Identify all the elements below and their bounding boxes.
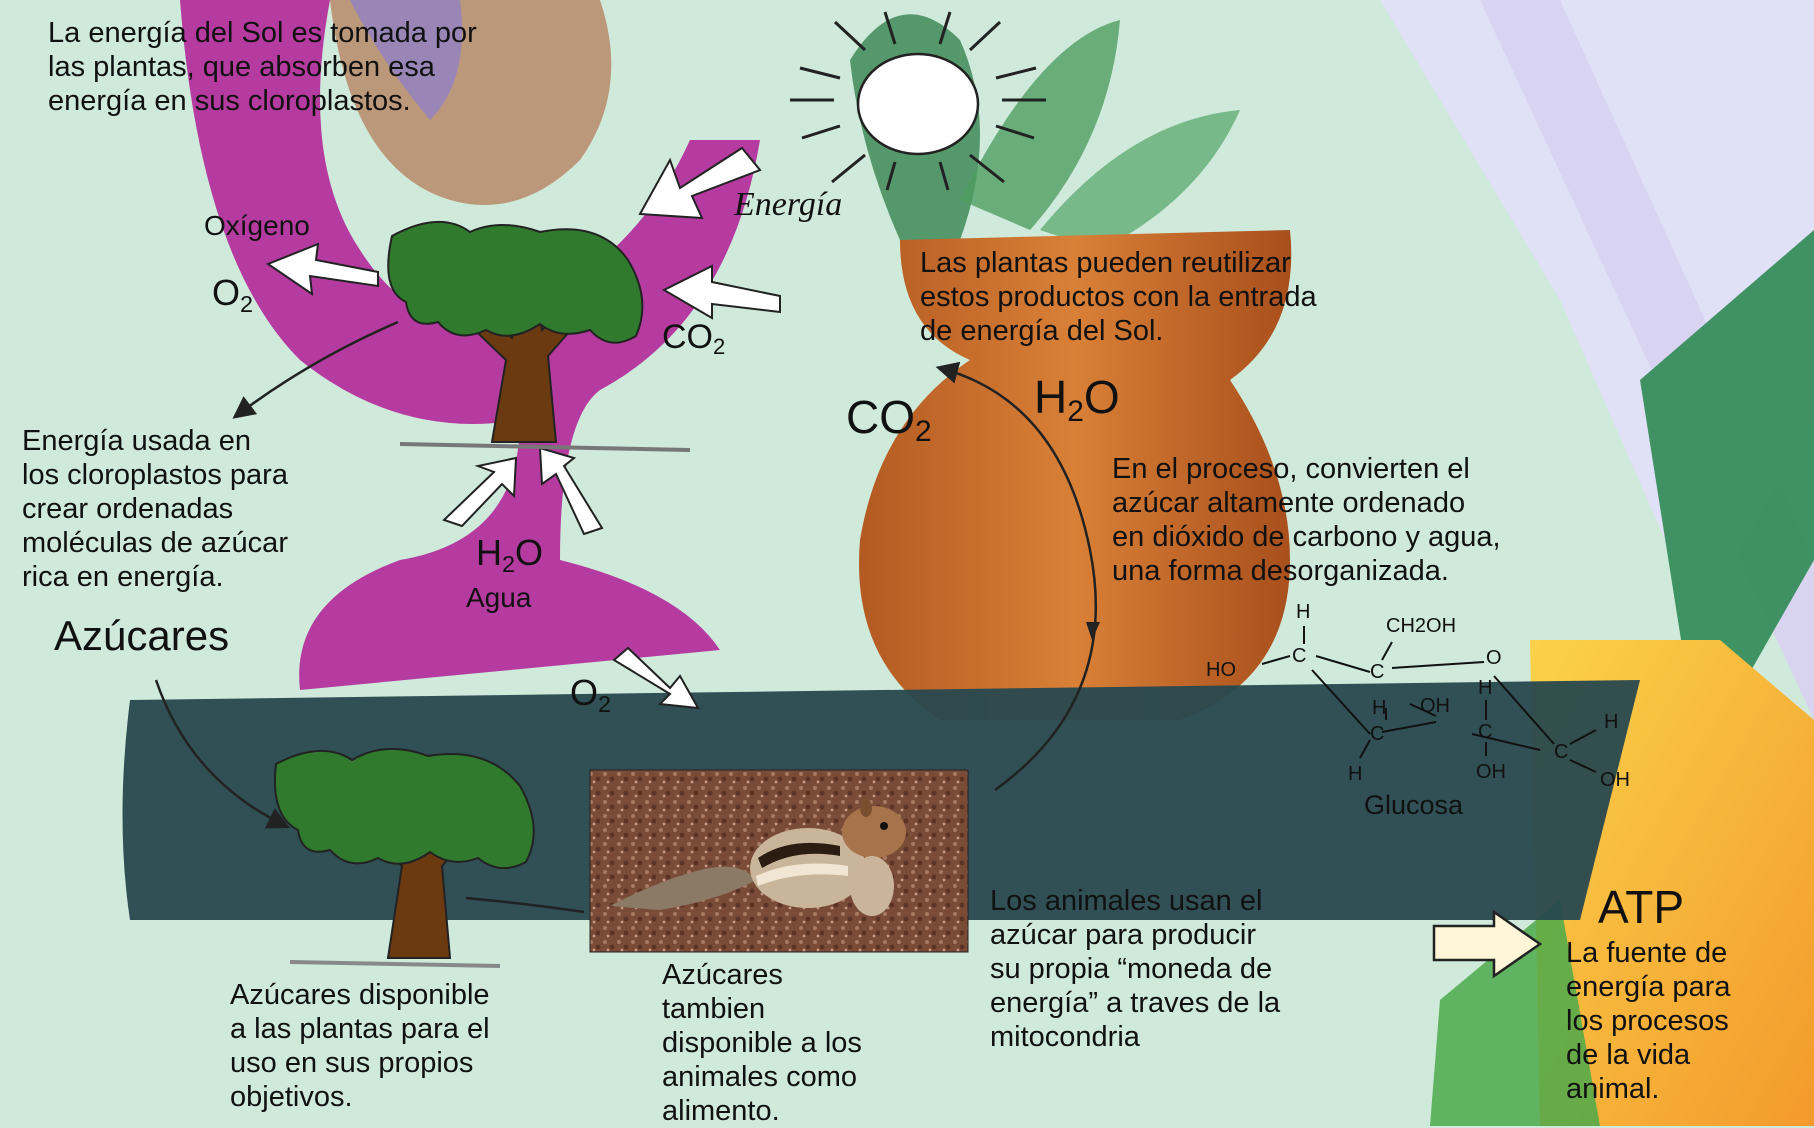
animals-food-text: Azúcares tambien disponible a los animal…: [662, 958, 862, 1128]
glucose-c5: C: [1370, 661, 1384, 683]
o2-middle-formula: O2: [570, 672, 611, 714]
glucose-h-c3: H: [1478, 677, 1492, 699]
glucose-oh-c3: OH: [1476, 761, 1506, 783]
water-label: Agua: [466, 582, 531, 614]
plants-use-text: Azúcares disponible a las plantas para e…: [230, 978, 490, 1114]
h2o-bottom-formula: H2O: [476, 532, 543, 574]
sugars-label: Azúcares: [54, 612, 229, 660]
glucose-c2: C: [1370, 723, 1384, 745]
glucose-c3: C: [1478, 721, 1492, 743]
glucose-ch2oh: CH2OH: [1386, 615, 1456, 637]
atp-description-text: La fuente de energía para los procesos d…: [1566, 936, 1730, 1106]
glucose-c4: C: [1554, 741, 1568, 763]
co2-top-formula: CO2: [662, 318, 725, 357]
glucose-label: Glucosa: [1364, 790, 1463, 821]
reuse-text: Las plantas pueden reutilizar estos prod…: [920, 246, 1317, 348]
sun-intro-text: La energía del Sol es tomada por las pla…: [48, 16, 477, 118]
co2-center-formula: CO2: [846, 390, 932, 444]
glucose-oh-c4: OH: [1420, 695, 1450, 717]
glucose-h-c5: H: [1372, 697, 1386, 719]
glucose-h-c2: H: [1348, 763, 1362, 785]
glucose-o-ring: O: [1486, 647, 1502, 669]
animals-atp-text: Los animales usan el azúcar para produci…: [990, 884, 1280, 1054]
oxygen-label: Oxígeno: [204, 210, 310, 242]
process-text: En el proceso, convierten el azúcar alta…: [1112, 452, 1501, 588]
glucose-c1: C: [1292, 645, 1306, 667]
chipmunk-photo: [590, 770, 968, 952]
glucose-ho-left: HO: [1206, 659, 1236, 681]
atp-label: ATP: [1598, 880, 1684, 934]
energy-label: Energía: [734, 186, 842, 224]
chloroplast-energy-text: Energía usada en los cloroplastos para c…: [22, 424, 288, 594]
o2-top-formula: O2: [212, 272, 253, 314]
glucose-h-right: H: [1604, 711, 1618, 733]
h2o-center-formula: H2O: [1034, 370, 1120, 424]
glucose-oh-right: OH: [1600, 769, 1630, 791]
glucose-h-top: H: [1296, 601, 1310, 623]
